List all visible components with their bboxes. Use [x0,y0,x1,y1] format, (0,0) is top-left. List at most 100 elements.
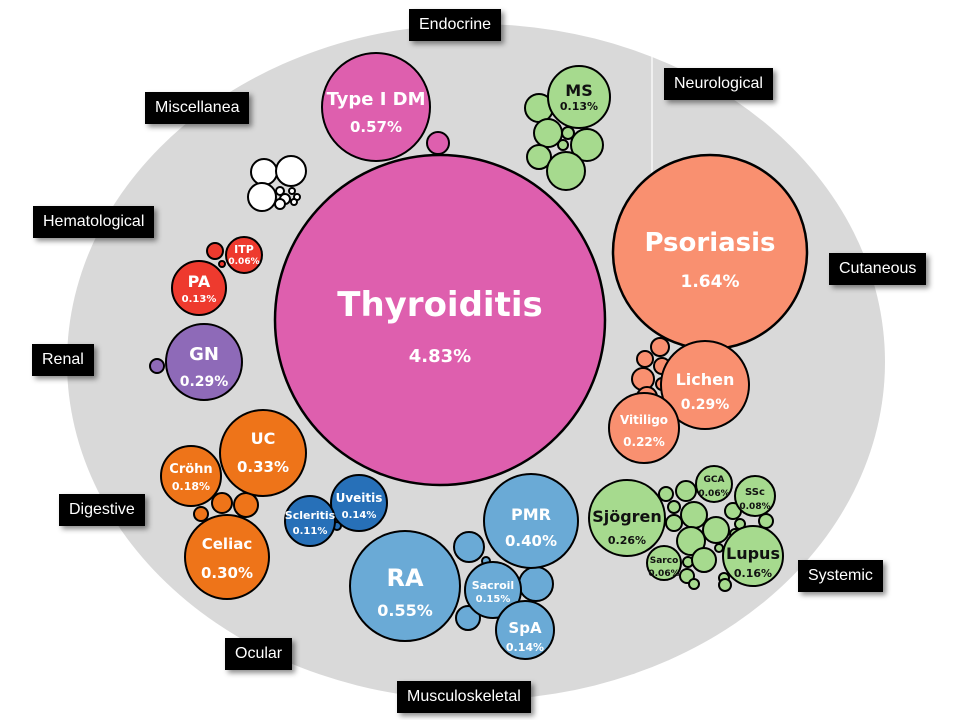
bubble-unlabeled-miscellanea [274,198,286,210]
bubble-label-ms: MS [565,81,592,100]
bubble-unlabeled-miscellanea [290,198,298,206]
bubble-label-psoriasis: Psoriasis [644,228,775,258]
bubble-value-type-i-dm: 0.57% [350,118,402,136]
bubble-unlabeled-systemic [667,500,681,514]
bubble-label-ssc: SSc [745,487,765,498]
bubble-vitiligo [608,392,680,464]
bubble-gca [695,465,733,503]
bubble-label-uc: UC [251,429,276,448]
bubble-gn [165,323,243,401]
bubble-label-spa: SpA [508,619,542,637]
bubble-type-i-dm [321,52,431,162]
bubble-label-sj-gren: Sjögren [592,507,662,526]
bubble-unlabeled-miscellanea [275,186,285,196]
category-label-musculoskeletal: Musculoskeletal [397,681,531,713]
bubble-value-lupus: 0.16% [734,567,772,580]
bubble-label-lichen: Lichen [676,370,735,389]
bubble-unlabeled-cutaneous [636,350,654,368]
bubble-value-ra: 0.55% [377,601,433,620]
bubble-value-sacroil: 0.15% [476,594,511,605]
bubble-value-celiac: 0.30% [201,564,253,582]
bubble-unlabeled-neurological [526,144,552,170]
bubble-cr-hn [160,445,222,507]
category-label-digestive: Digestive [59,494,145,526]
bubble-pmr [483,473,579,569]
bubble-value-sarco: 0.06% [648,569,679,579]
bubble-unlabeled-miscellanea [247,182,277,212]
bubble-celiac [184,514,270,600]
category-label-neurological: Neurological [664,68,773,100]
bubble-value-psoriasis: 1.64% [681,272,740,292]
bubble-ra [349,530,461,642]
category-label-miscellanea: Miscellanea [145,92,250,124]
bubble-label-gn: GN [189,344,219,365]
bubble-unlabeled-miscellanea [275,155,307,187]
bubble-sacroil [464,561,522,619]
bubble-value-pmr: 0.40% [505,532,557,550]
bubble-value-cr-hn: 0.18% [172,480,210,493]
bubble-label-pmr: PMR [511,505,551,524]
bubble-unlabeled-systemic [676,526,706,556]
bubble-label-sacroil: Sacroil [472,579,514,592]
bubble-unlabeled-systemic [658,486,674,502]
bubble-unlabeled-hematological [218,260,226,268]
bubble-unlabeled-neurological [557,139,569,151]
bubble-value-uveitis: 0.14% [342,510,377,521]
bubble-unlabeled-hematological [206,242,224,260]
bubble-lichen [660,340,750,430]
bubble-unlabeled-neurological [546,151,586,191]
bubble-unlabeled-cutaneous [650,337,670,357]
bubble-value-vitiligo: 0.22% [623,435,665,449]
bubble-value-gca: 0.06% [698,489,729,499]
bubble-unlabeled-musculoskeletal [455,605,481,631]
bubble-value-itp: 0.06% [228,257,259,267]
bubble-unlabeled-miscellanea [250,158,278,186]
bubble-unlabeled-systemic [702,516,730,544]
bubble-unlabeled-systemic [714,543,724,553]
bubble-unlabeled-systemic [688,578,700,590]
category-label-cutaneous: Cutaneous [829,253,927,285]
bubble-label-cr-hn: Cröhn [169,462,212,477]
bubble-value-sj-gren: 0.26% [608,534,646,547]
bubble-unlabeled-neurological [570,128,604,162]
bubble-value-thyroiditis: 4.83% [409,346,471,367]
bubble-value-uc: 0.33% [237,458,289,476]
bubble-unlabeled-digestive [233,492,259,518]
bubble-unlabeled-systemic [675,480,697,502]
bubble-label-sarco: Sarco [650,556,679,566]
bubble-label-type-i-dm: Type I DM [326,89,425,110]
bubble-unlabeled-miscellanea [288,187,296,195]
bubble-unlabeled-systemic [758,513,774,529]
bubble-value-ms: 0.13% [560,100,598,113]
bubble-value-gn: 0.29% [180,374,229,390]
bubble-unlabeled-systemic [665,514,683,532]
bubble-value-ssc: 0.08% [739,502,770,512]
bubble-label-pa: PA [188,272,211,291]
bubble-unlabeled-systemic [680,501,708,529]
bubble-value-scleritis: 0.11% [293,526,328,537]
bubble-thyroiditis [273,153,607,487]
bubble-label-celiac: Celiac [202,535,252,553]
bubble-ms [547,65,611,129]
bubble-uc [219,409,307,497]
bubble-unlabeled-renal [149,358,165,374]
bubble-unlabeled-digestive [211,492,233,514]
bubble-scleritis [284,495,336,547]
bubble-label-vitiligo: Vitiligo [620,413,668,427]
bubble-sj-gren [588,479,666,557]
bubble-label-itp: ITP [234,243,254,256]
bubble-uveitis [330,474,388,532]
category-label-systemic: Systemic [798,560,883,592]
category-label-renal: Renal [32,344,94,376]
bubble-label-uveitis: Uveitis [336,491,383,505]
bubble-label-thyroiditis: Thyroiditis [337,285,542,325]
bubble-label-lupus: Lupus [726,544,780,563]
bubble-value-pa: 0.13% [182,294,217,305]
bubble-value-spa: 0.14% [506,641,544,654]
bubble-ssc [734,475,776,517]
category-label-hematological: Hematological [33,206,155,238]
category-label-ocular: Ocular [225,638,293,670]
bubble-pa [171,260,227,316]
